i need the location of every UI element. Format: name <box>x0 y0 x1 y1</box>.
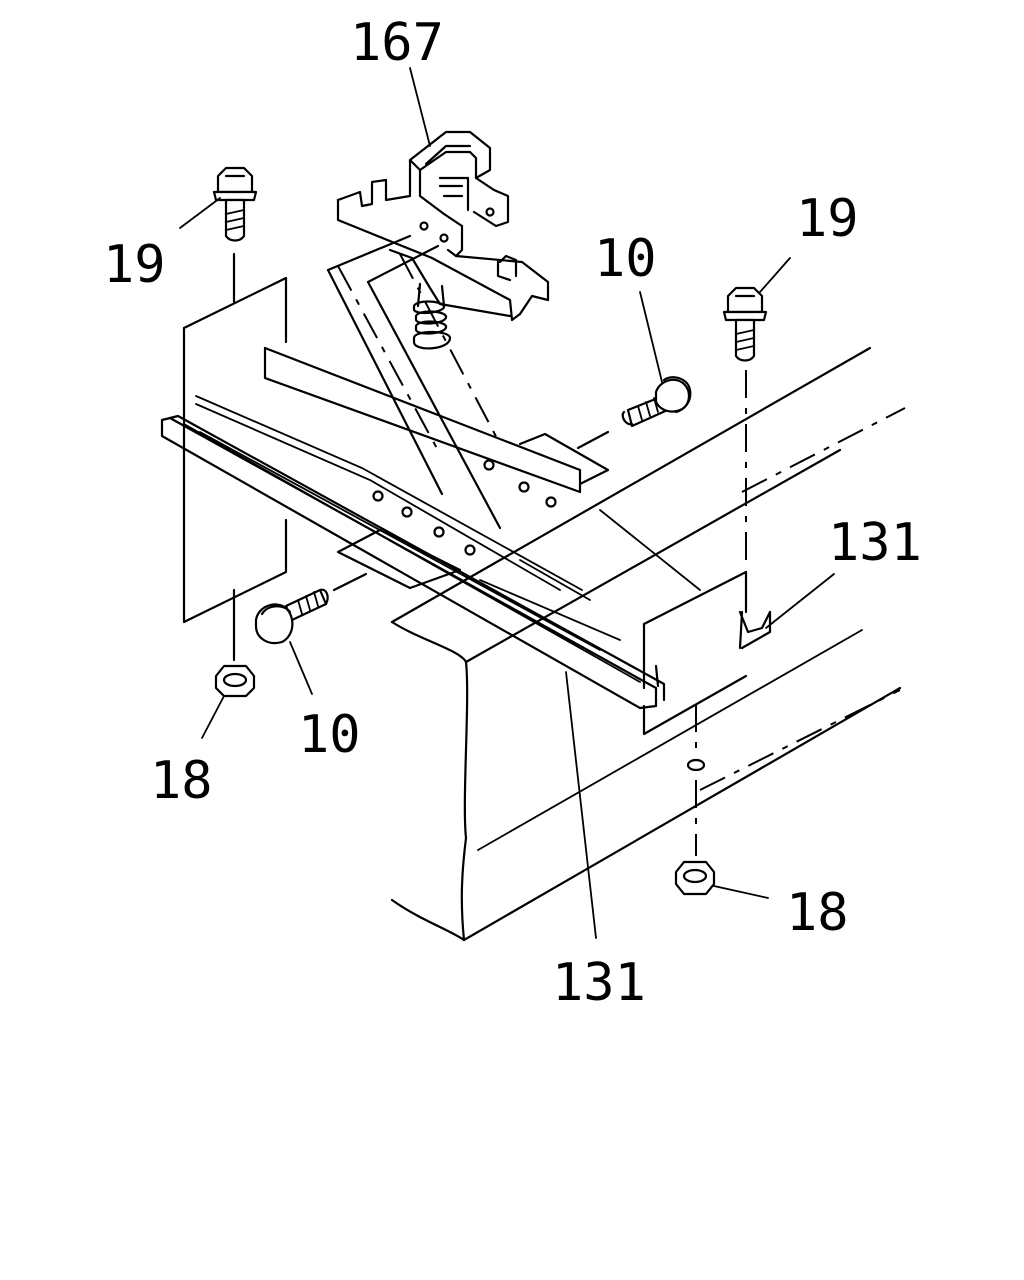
callout-18-left: 18 <box>150 751 213 811</box>
mounting-pads <box>336 432 610 590</box>
callout-19-left: 19 <box>103 235 166 295</box>
callout-131-bottom: 131 <box>552 953 646 1013</box>
bolt-19-left <box>212 166 258 662</box>
callout-leaders <box>179 67 835 939</box>
bolt-10-lower <box>254 572 368 645</box>
bolt-10-upper <box>576 376 692 450</box>
nut-18-right <box>674 704 716 896</box>
bracket-leader-lines <box>326 234 502 530</box>
nut-18-left <box>214 664 256 698</box>
bolt-19-right <box>722 286 768 570</box>
callout-10-lower: 10 <box>298 705 361 765</box>
callout-167: 167 <box>350 13 444 73</box>
callout-19-right: 19 <box>796 189 859 249</box>
callout-131-right: 131 <box>828 513 922 573</box>
frame-rail <box>390 346 906 942</box>
callout-18-right: 18 <box>786 883 849 943</box>
callout-10-upper: 10 <box>594 229 657 289</box>
left-projection-box <box>182 276 288 624</box>
right-projection-box <box>642 674 748 736</box>
cross-member-channel <box>160 346 772 710</box>
bracket-assembly <box>336 130 550 350</box>
